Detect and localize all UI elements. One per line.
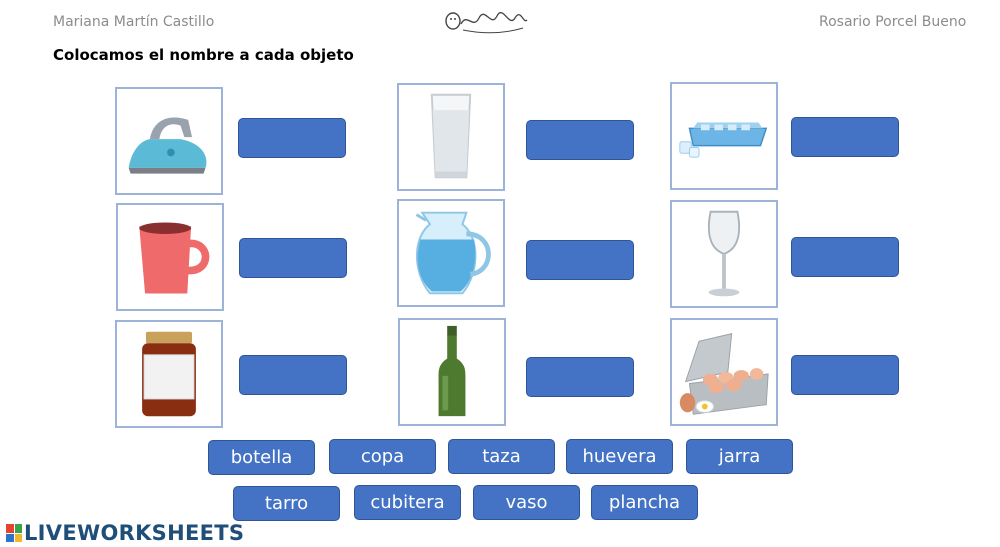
egg-carton-icon: [679, 332, 769, 415]
pitcher-icon: [415, 211, 491, 295]
wine-glass-icon: [707, 210, 741, 297]
word-vaso[interactable]: vaso: [473, 485, 580, 520]
picture-jar: [115, 320, 223, 428]
drop-zone-2[interactable]: [526, 120, 634, 160]
picture-mug: [116, 203, 224, 311]
drop-zone-5[interactable]: [526, 240, 634, 280]
word-huevera[interactable]: huevera: [566, 439, 673, 474]
mug-icon: [139, 222, 210, 294]
word-plancha[interactable]: plancha: [591, 485, 698, 520]
drop-zone-4[interactable]: [239, 238, 347, 278]
glass-icon: [430, 93, 472, 179]
picture-iron: [115, 87, 223, 195]
picture-glass: [397, 83, 505, 191]
drop-zone-6[interactable]: [791, 237, 899, 277]
word-jarra[interactable]: jarra: [686, 439, 793, 474]
drop-zone-7[interactable]: [239, 355, 347, 395]
liveworksheets-mark-icon: [6, 524, 22, 542]
instruction-text: Colocamos el nombre a cada objeto: [53, 46, 354, 64]
drop-zone-3[interactable]: [791, 117, 899, 157]
picture-egg-carton: [670, 318, 778, 426]
author-left: Mariana Martín Castillo: [53, 14, 215, 30]
iron-icon: [128, 117, 207, 174]
word-botella[interactable]: botella: [208, 440, 315, 475]
picture-ice-tray: [670, 82, 778, 190]
liveworksheets-brand-text: LIVEWORKSHEETS: [24, 521, 245, 545]
drop-zone-8[interactable]: [526, 357, 634, 397]
picture-wine-glass: [670, 200, 778, 308]
picture-bottle: [398, 318, 506, 426]
word-taza[interactable]: taza: [448, 439, 555, 474]
educar-logo: [443, 4, 529, 38]
word-copa[interactable]: copa: [329, 439, 436, 474]
bottle-icon: [438, 325, 466, 417]
drop-zone-1[interactable]: [238, 118, 346, 158]
author-right: Rosario Porcel Bueno: [819, 14, 967, 30]
word-tarro[interactable]: tarro: [233, 486, 340, 521]
jar-icon: [142, 331, 196, 417]
ice-tray-icon: [679, 122, 768, 158]
picture-pitcher: [397, 199, 505, 307]
liveworksheets-logo: LIVEWORKSHEETS: [6, 521, 244, 545]
drop-zone-9[interactable]: [791, 355, 899, 395]
word-cubitera[interactable]: cubitera: [354, 485, 461, 520]
